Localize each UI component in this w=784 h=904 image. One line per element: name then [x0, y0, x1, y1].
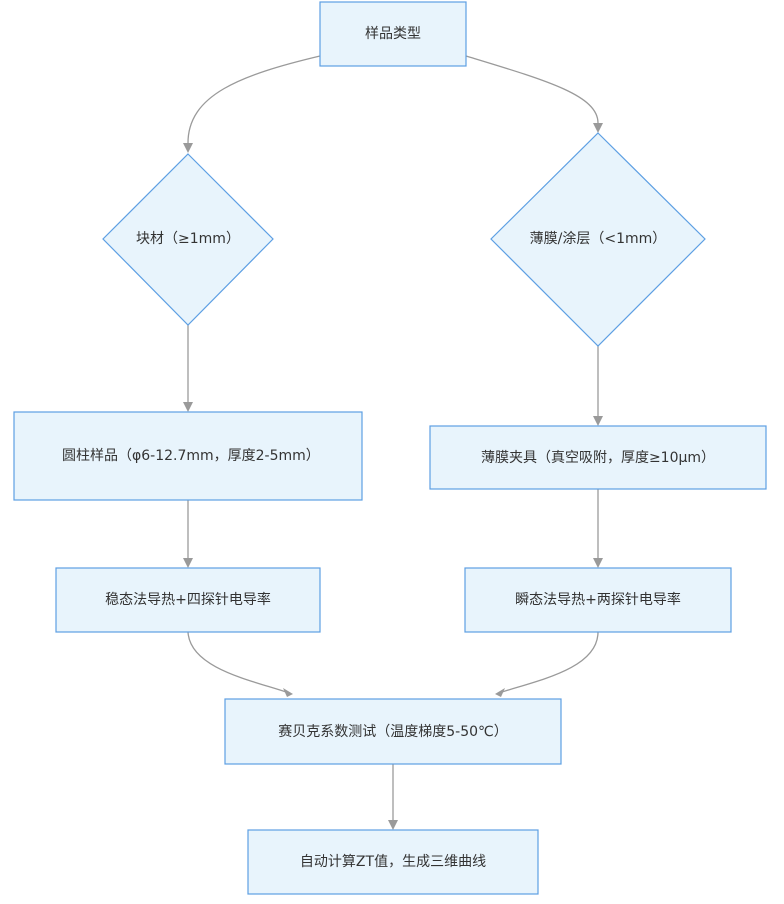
node-bulk — [102, 153, 274, 326]
arrowhead — [593, 123, 603, 133]
label-seebeck: 赛贝克系数测试（温度梯度5-50℃） — [278, 723, 508, 740]
arrowhead — [183, 402, 193, 412]
node-cylinder — [13, 411, 363, 501]
edge-steady-state-to-seebeck — [187, 631, 287, 693]
node-steady-state — [55, 567, 321, 633]
node-film-fixture — [429, 425, 767, 490]
label-bulk: 块材（≥1mm） — [136, 231, 240, 247]
label-zt-calc: 自动计算ZT值，生成三维曲线 — [299, 854, 487, 870]
label-transient: 瞬态法导热+两探针电导率 — [515, 592, 681, 608]
edge-sample-type-to-film — [465, 55, 599, 124]
label-sample-type: 样品类型 — [365, 26, 421, 42]
label-cylinder: 圆柱样品（φ6-12.7mm，厚度2-5mm） — [62, 448, 320, 464]
arrowhead — [183, 143, 193, 153]
edge-sample-type-to-bulk — [187, 55, 321, 144]
arrowhead — [593, 558, 603, 568]
arrowhead — [283, 688, 293, 697]
arrowhead — [495, 688, 505, 697]
arrowhead — [183, 558, 193, 568]
node-seebeck — [224, 698, 562, 765]
node-film — [490, 132, 706, 347]
label-steady-state: 稳态法导热+四探针电导率 — [105, 592, 271, 608]
node-sample-type — [319, 1, 467, 67]
label-film: 薄膜/涂层（<1mm） — [529, 231, 667, 247]
node-zt-calc — [247, 829, 539, 895]
label-film-fixture: 薄膜夹具（真空吸附，厚度≥10μm） — [480, 449, 716, 466]
node-transient — [464, 567, 732, 633]
edge-transient-to-seebeck — [501, 631, 599, 693]
arrowhead — [593, 416, 603, 426]
arrowhead — [388, 820, 398, 830]
